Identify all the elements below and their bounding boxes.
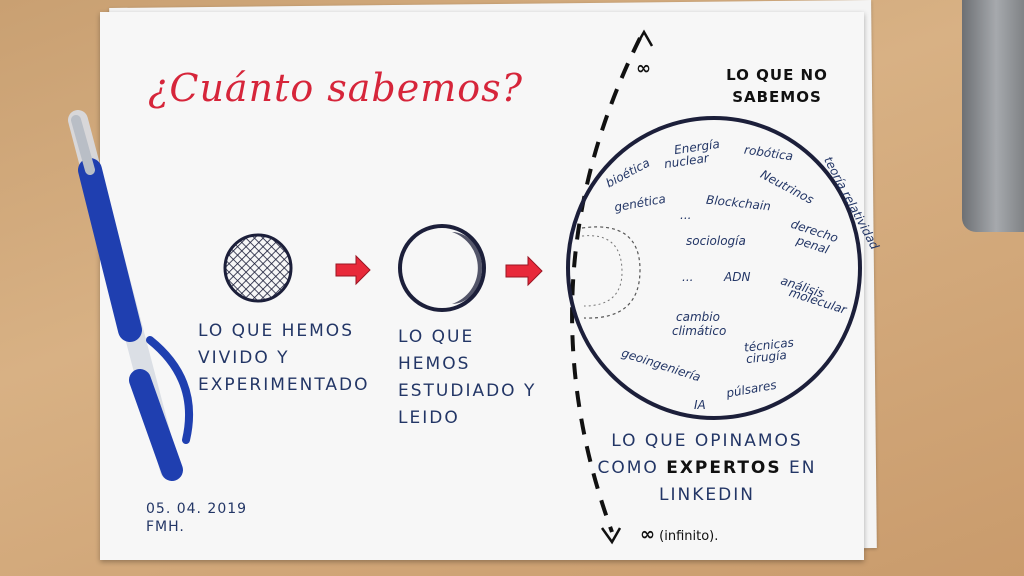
topic-ia: IA — [694, 398, 706, 412]
topic-sociologia: sociología — [686, 234, 746, 248]
opinion-boundary-dashed-arc — [570, 29, 654, 545]
not-known-line-1: LO QUE NO — [726, 66, 828, 84]
lived-line-2: VIVIDO Y — [198, 348, 290, 368]
studied-line-4: LEIDO — [398, 408, 460, 428]
author-label: FMH. — [146, 519, 185, 535]
laptop-edge — [962, 0, 1024, 232]
lived-caption: LO QUE HEMOS VIVIDO Y EXPERIMENTADO — [198, 318, 370, 399]
opinion-line-2: COMO EXPERTOS EN — [592, 455, 822, 482]
opinion-line-2-pre: COMO — [597, 458, 667, 478]
opinion-line-1: LO QUE OPINAMOS — [611, 431, 803, 451]
studied-circle — [398, 224, 486, 312]
page-title: ¿Cuánto sabemos? — [148, 66, 524, 110]
topic-cambio: cambio — [676, 310, 720, 324]
lived-line-1: LO QUE HEMOS — [198, 321, 354, 341]
studied-line-1: LO QUE — [398, 327, 475, 347]
infinity-text: (infinito). — [659, 529, 719, 544]
topic-adn: ADN — [724, 270, 751, 284]
date-label: 05. 04. 2019 — [146, 501, 248, 517]
arrow-right-icon-1 — [335, 254, 371, 286]
not-known-line-2: SABEMOS — [732, 88, 822, 106]
topic-climatico: climático — [672, 324, 727, 338]
lived-circle — [223, 233, 293, 303]
signature-block: 05. 04. 2019 FMH. — [146, 500, 247, 536]
infinity-bottom-label: ∞ (infinito). — [640, 524, 718, 545]
infinity-symbol: ∞ — [640, 524, 655, 545]
not-known-caption: LO QUE NO SABEMOS — [712, 64, 842, 108]
infinity-top-label: ∞ — [636, 58, 651, 79]
opinion-caption: LO QUE OPINAMOS COMO EXPERTOS EN LINKEDI… — [592, 428, 822, 509]
pen — [68, 110, 193, 481]
opinion-line-3: LINKEDIN — [659, 485, 755, 505]
arrow-right-icon-2 — [505, 255, 543, 287]
studied-caption: LO QUE HEMOS ESTUDIADO Y LEIDO — [398, 324, 536, 432]
unknown-circle — [566, 116, 862, 420]
topic-ellipsis-1: ... — [680, 208, 692, 222]
lived-line-3: EXPERIMENTADO — [198, 375, 370, 395]
topic-ellipsis-2: ... — [682, 270, 694, 284]
studied-line-2: HEMOS — [398, 354, 471, 374]
studied-line-3: ESTUDIADO Y — [398, 381, 537, 401]
opinion-line-2-post: EN — [781, 458, 817, 478]
opinion-experts-word: EXPERTOS — [666, 458, 782, 478]
